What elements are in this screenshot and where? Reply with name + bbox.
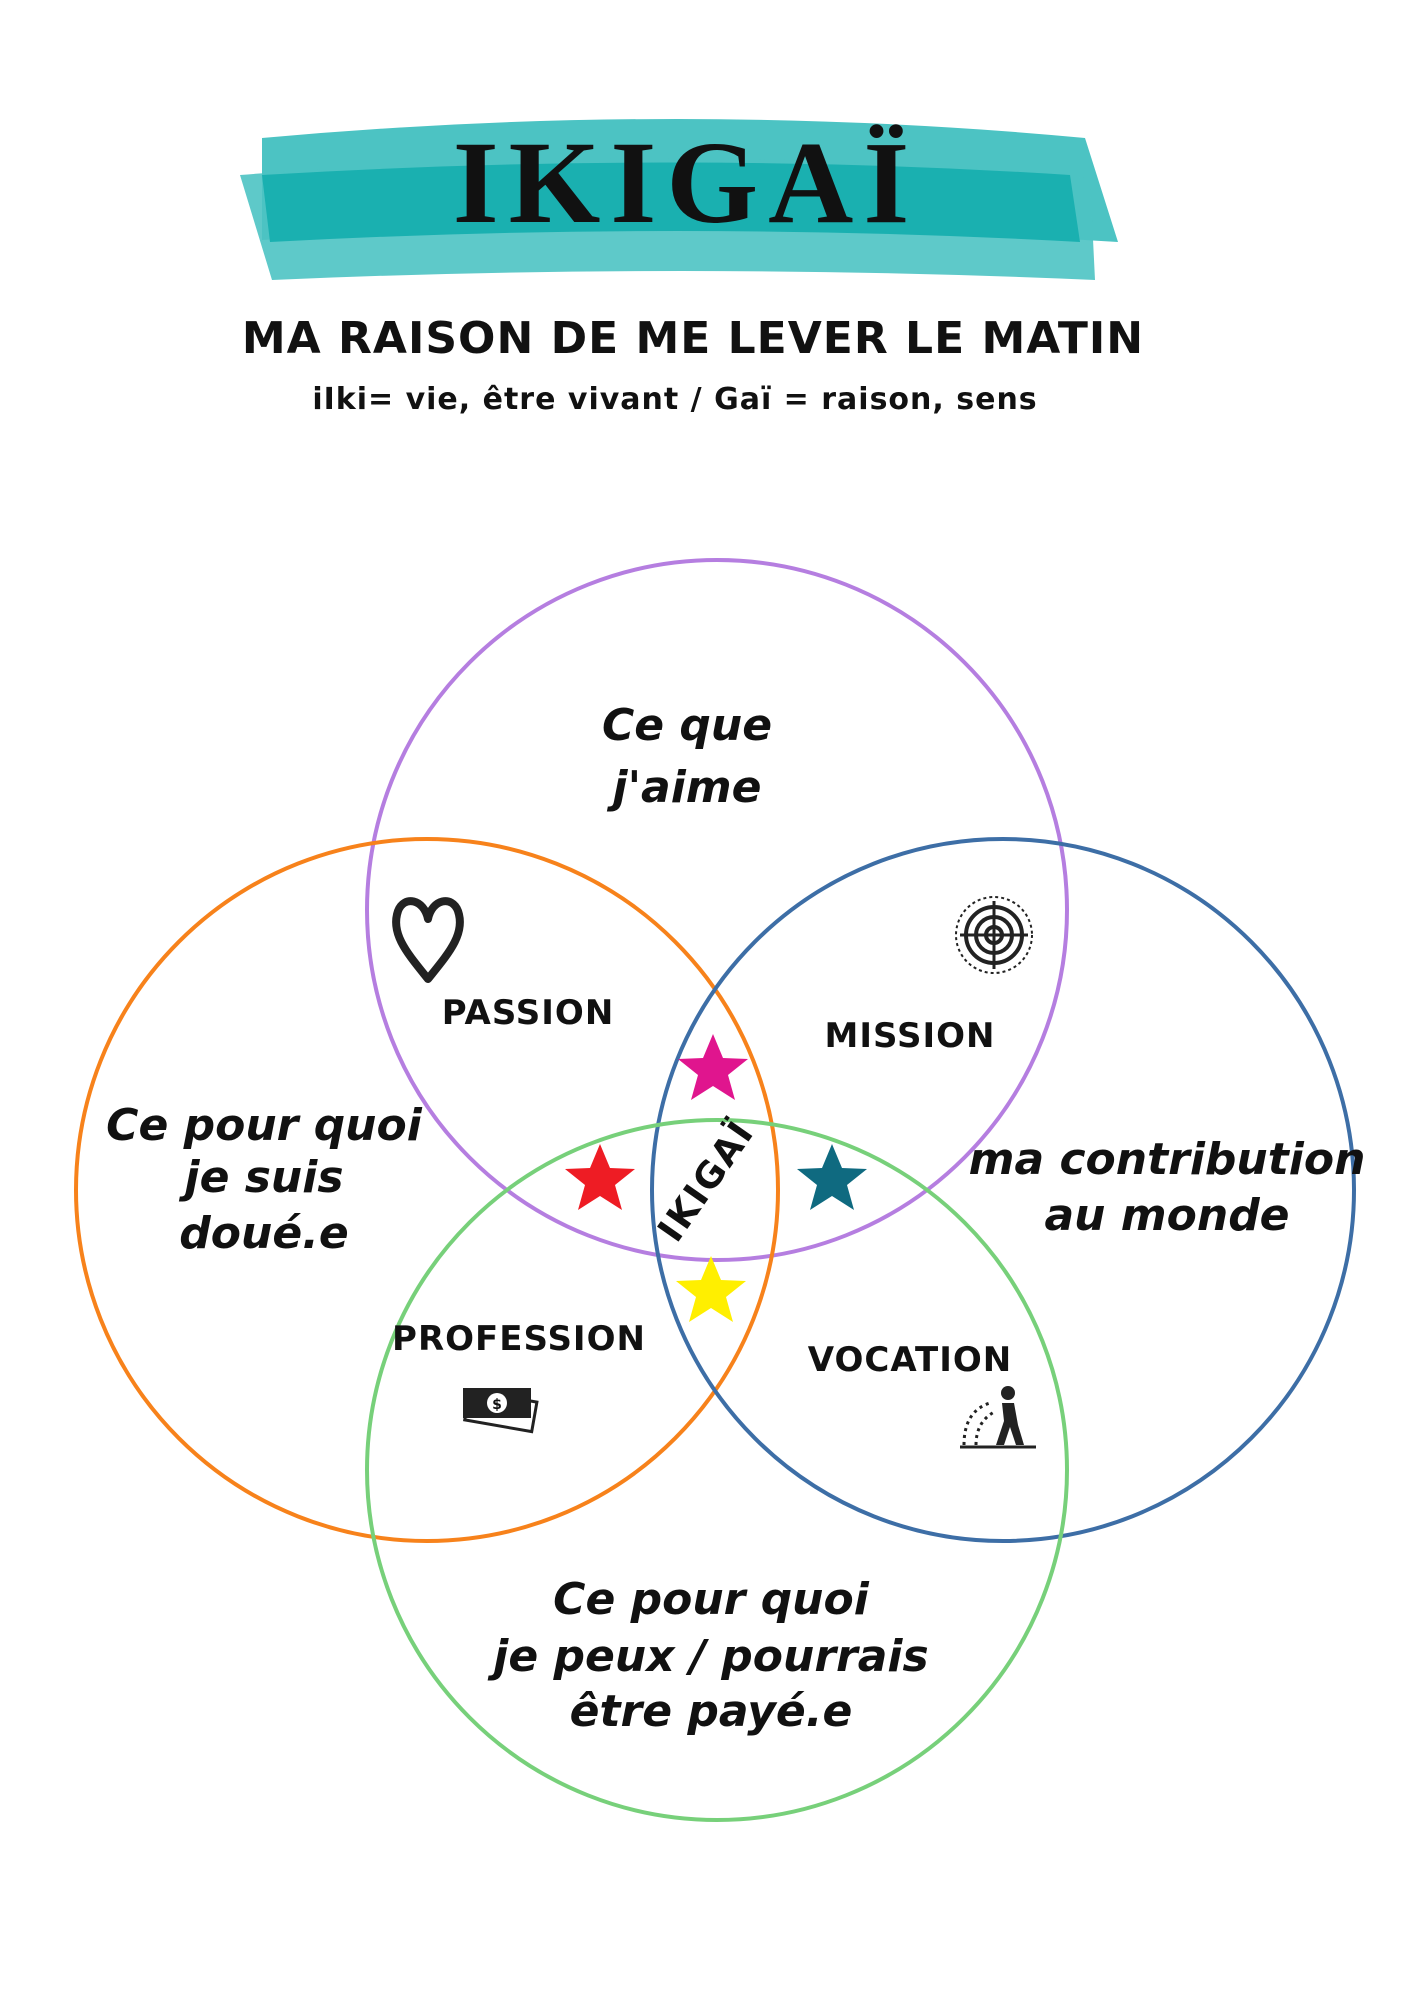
paid-line-3: être payé.e (570, 1686, 853, 1737)
star-yellow-icon (676, 1256, 746, 1322)
title-banner (240, 119, 1118, 280)
paid-line-2: je peux / pourrais (487, 1631, 928, 1682)
money-icon: $ (463, 1388, 539, 1434)
svg-text:$: $ (492, 1397, 502, 1413)
circle-paid (365, 1118, 1069, 1822)
good-at-line-3: doué.e (179, 1208, 348, 1259)
circle-love (365, 558, 1069, 1262)
label-ikigai-center: IKIGAÏ (650, 1113, 763, 1250)
label-mission: MISSION (825, 1016, 996, 1056)
good-at-line-2: je suis (178, 1152, 343, 1203)
heart-icon (392, 897, 464, 983)
star-red-icon (565, 1144, 635, 1210)
star-magenta-icon (678, 1034, 748, 1100)
label-passion: PASSION (442, 993, 615, 1033)
definition: iIki= vie, être vivant / Gaï = raison, s… (312, 382, 1037, 417)
love-line-2: j'aime (606, 762, 761, 813)
world-line-2: au monde (1044, 1190, 1289, 1241)
good-at-line-1: Ce pour quoi (106, 1100, 423, 1151)
target-icon (955, 896, 1033, 974)
subtitle: MA RAISON DE ME LEVER LE MATIN (242, 313, 1144, 364)
paid-line-1: Ce pour quoi (553, 1574, 870, 1625)
circle-good-at (74, 837, 780, 1543)
love-line-1: Ce que (602, 700, 772, 751)
label-vocation: VOCATION (808, 1340, 1012, 1380)
walker-path-icon (960, 1386, 1036, 1449)
circle-world (650, 837, 1356, 1543)
page-title: IKIGAÏ (453, 117, 920, 248)
label-profession: PROFESSION (392, 1319, 646, 1359)
world-line-1: ma contribution (969, 1134, 1366, 1185)
star-teal-icon (797, 1144, 867, 1210)
